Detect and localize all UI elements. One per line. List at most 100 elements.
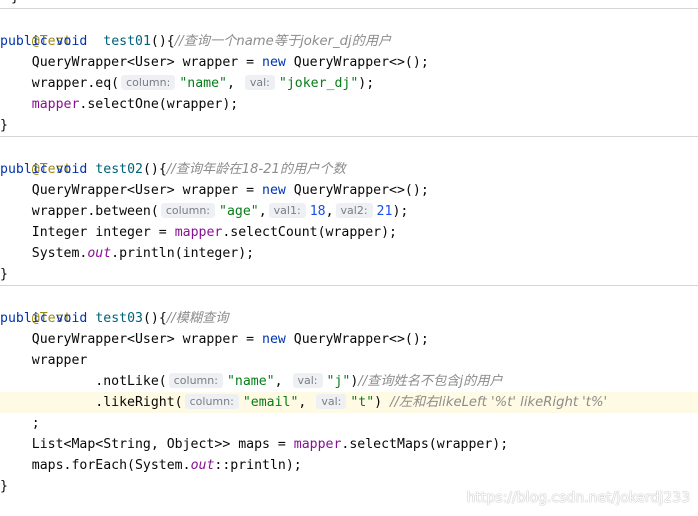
code-token: , <box>274 374 283 389</box>
code-line[interactable]: public void test03(){//模糊查询 <box>0 308 698 329</box>
code-line[interactable]: .notLike(column:"name", val:"j")//查询姓名不包… <box>0 371 698 392</box>
code-line[interactable]: wrapper <box>0 350 698 371</box>
number-literal: 18 <box>309 204 326 219</box>
parameter-hint: column: <box>160 203 216 218</box>
keyword: public <box>0 311 48 326</box>
code-token: , <box>325 204 334 219</box>
parameter-hint: column: <box>121 75 176 90</box>
code-token: ); <box>392 204 409 219</box>
string-literal: "j" <box>326 374 351 389</box>
keyword: void <box>55 34 88 49</box>
closing-brace: } <box>0 267 8 282</box>
method-name: test02 <box>95 162 143 177</box>
parameter-hint: column: <box>184 394 239 409</box>
method-separator <box>0 285 698 286</box>
keyword: public <box>0 34 48 49</box>
field-reference: mapper <box>174 225 223 240</box>
field-reference: mapper <box>31 97 80 112</box>
code-line[interactable]: } <box>0 264 698 285</box>
code-token: QueryWrapper<User> wrapper = <box>31 55 263 70</box>
watermark: https://blog.csdn.net/jokerdj233 <box>466 490 690 506</box>
code-token: ::println); <box>214 458 302 473</box>
code-token: (){ <box>142 162 167 177</box>
code-line[interactable]: Integer integer = mapper.selectCount(wra… <box>0 222 698 243</box>
code-token: , <box>298 395 307 410</box>
code-line[interactable]: wrapper.eq(column:"name", val:"joker_dj"… <box>0 73 698 94</box>
parameter-hint: column: <box>168 373 223 388</box>
code-line[interactable]: mapper.selectOne(wrapper); <box>0 94 698 115</box>
method-separator <box>0 8 698 9</box>
keyword: public <box>0 162 48 177</box>
code-comment: //模糊查询 <box>166 311 229 326</box>
code-token: .notLike( <box>95 374 167 389</box>
code-token: maps.forEach(System. <box>31 458 191 473</box>
parameter-hint: val: <box>292 373 323 388</box>
method-name: test03 <box>95 311 143 326</box>
code-token: wrapper.between( <box>31 204 159 219</box>
code-token: Integer integer = <box>31 225 175 240</box>
code-comment: //查询姓名不包含j的用户 <box>358 374 503 389</box>
code-line[interactable]: QueryWrapper<User> wrapper = new QueryWr… <box>0 329 698 350</box>
code-line[interactable]: wrapper.between(column:"age",val1:18,val… <box>0 201 698 222</box>
string-literal: "joker_dj" <box>278 76 359 91</box>
code-token: QueryWrapper<User> wrapper = <box>31 332 263 347</box>
closing-brace: } <box>0 479 8 494</box>
parameter-hint: val: <box>316 394 347 409</box>
code-comment: //查询一个name等于joker_dj的用户 <box>174 34 392 49</box>
code-token: .selectOne(wrapper); <box>79 97 239 112</box>
parameter-hint: val1: <box>268 203 306 218</box>
code-line[interactable]: @Test <box>0 287 698 326</box>
code-token: ) <box>374 395 391 410</box>
static-field: out <box>190 458 215 473</box>
code-line[interactable]: } <box>0 476 698 497</box>
code-line[interactable]: @Test <box>0 10 698 49</box>
code-token: , <box>258 204 267 219</box>
code-line[interactable]: maps.forEach(System.out::println); <box>0 455 698 476</box>
code-token: .println(integer); <box>111 246 255 261</box>
closing-brace: } <box>11 0 19 8</box>
string-literal: "name" <box>179 76 227 91</box>
keyword: void <box>55 162 88 177</box>
code-comment: //查询年龄在18-21的用户个数 <box>166 162 346 177</box>
code-token: , <box>226 76 235 91</box>
code-token: System. <box>31 246 88 261</box>
code-line[interactable]: ; <box>0 413 698 434</box>
test-annotation: @Test <box>31 34 72 49</box>
code-token: List<Map<String, Object>> maps = <box>31 437 294 452</box>
keyword: new <box>262 183 286 198</box>
current-line[interactable]: .likeRight(column:"email", val:"t") //左和… <box>0 392 698 413</box>
code-token: .selectCount(wrapper); <box>222 225 397 240</box>
code-token: QueryWrapper<>(); <box>285 55 429 70</box>
code-line[interactable]: public void test01(){//查询一个name等于joker_d… <box>0 31 698 52</box>
code-line[interactable]: @Test <box>0 138 698 177</box>
code-token: wrapper <box>31 353 88 368</box>
keyword: void <box>55 311 88 326</box>
test-annotation: @Test <box>31 162 72 177</box>
method-separator <box>0 136 698 137</box>
closing-brace: } <box>0 118 8 133</box>
string-literal: "email" <box>242 395 299 410</box>
static-field: out <box>87 246 112 261</box>
code-line[interactable]: public void test02(){//查询年龄在18-21的用户个数 <box>0 159 698 180</box>
code-token: QueryWrapper<>(); <box>285 332 429 347</box>
code-token: ); <box>358 76 375 91</box>
code-line[interactable]: System.out.println(integer); <box>0 243 698 264</box>
code-line[interactable]: QueryWrapper<User> wrapper = new QueryWr… <box>0 52 698 73</box>
string-literal: "name" <box>226 374 275 389</box>
code-token: .likeRight( <box>95 395 183 410</box>
keyword: new <box>262 332 286 347</box>
string-literal: "age" <box>219 204 259 219</box>
number-literal: 21 <box>376 204 393 219</box>
code-token: ; <box>31 416 40 431</box>
parameter-hint: val2: <box>335 203 373 218</box>
code-token: wrapper.eq( <box>31 76 120 91</box>
code-line[interactable]: List<Map<String, Object>> maps = mapper.… <box>0 434 698 455</box>
code-line[interactable]: } <box>0 115 698 136</box>
code-comment: //左和右likeLeft '%t' likeRight 't%' <box>390 395 608 410</box>
code-token: QueryWrapper<>(); <box>285 183 429 198</box>
code-token: .selectMaps(wrapper); <box>341 437 509 452</box>
code-token: (){ <box>142 311 167 326</box>
code-line[interactable]: QueryWrapper<User> wrapper = new QueryWr… <box>0 180 698 201</box>
code-token: (){ <box>150 34 175 49</box>
